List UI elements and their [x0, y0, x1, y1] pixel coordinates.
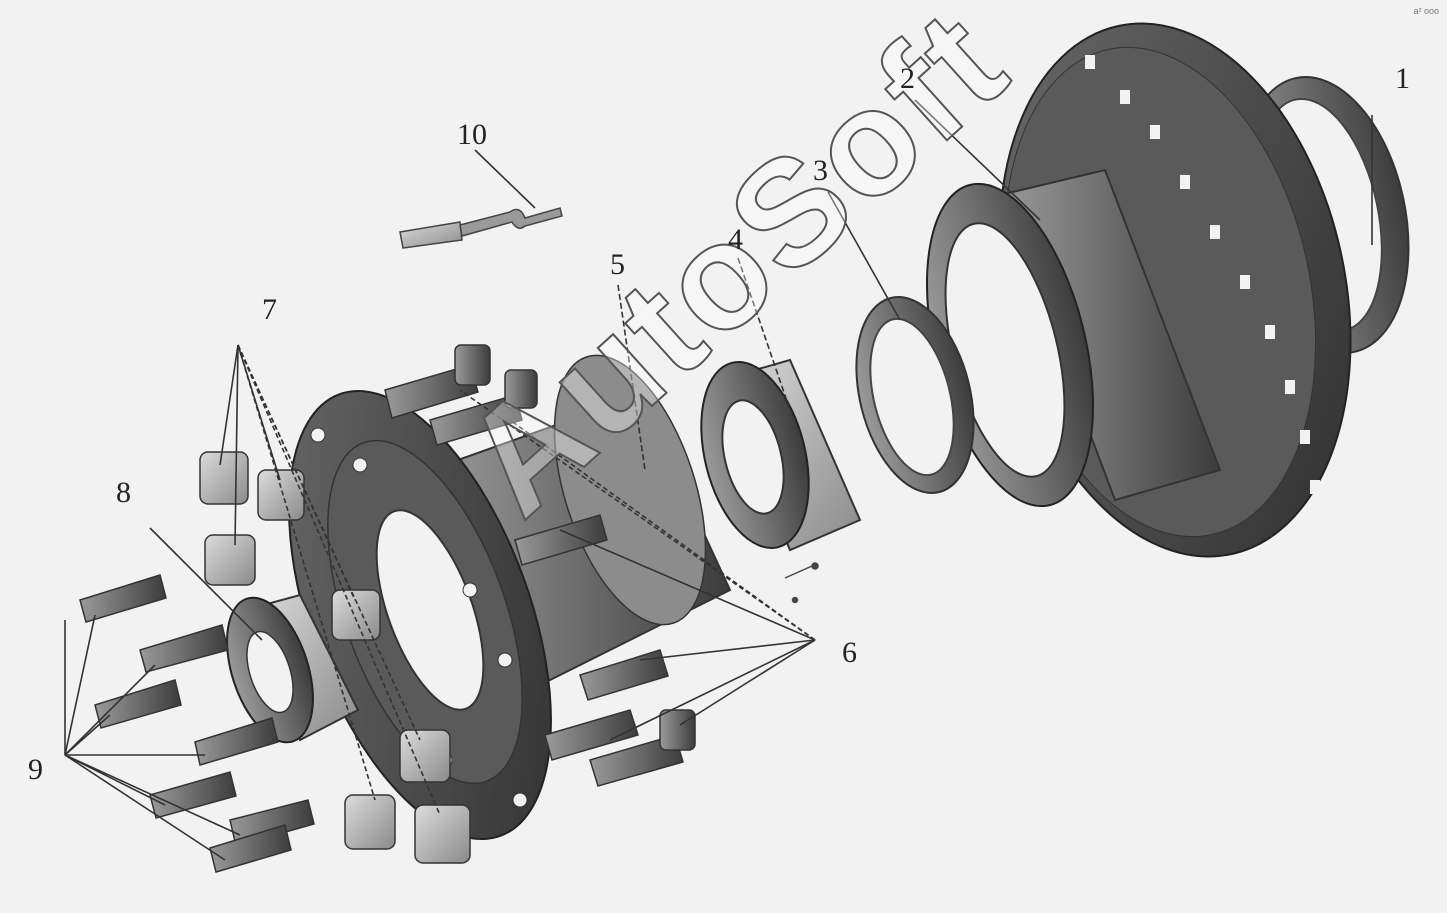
small-pin — [784, 562, 819, 604]
callout-2: 2 — [900, 62, 915, 95]
callout-10: 10 — [457, 118, 487, 151]
sensor-part-10 — [399, 207, 563, 249]
cap-part-8 — [226, 593, 360, 744]
callout-9: 9 — [28, 753, 43, 786]
bolts-part-9 — [79, 574, 315, 873]
bearing-part-4 — [700, 358, 862, 552]
ring-part-3 — [855, 296, 975, 494]
leader-lines — [64, 99, 1373, 861]
callout-1: 1 — [1395, 62, 1410, 95]
callout-3: 3 — [813, 154, 828, 187]
callout-6: 6 — [842, 636, 857, 669]
callout-5: 5 — [610, 248, 625, 281]
callout-7: 7 — [262, 293, 277, 326]
corner-mark: a² ooo — [1413, 6, 1439, 16]
callout-8: 8 — [116, 476, 131, 509]
wheel-studs-part-6 — [384, 344, 696, 787]
disc-vent-slots — [1085, 55, 1320, 494]
callout-4: 4 — [728, 223, 743, 256]
brake-disc-part-2 — [925, 22, 1352, 558]
flange-bolt-holes — [310, 427, 528, 808]
